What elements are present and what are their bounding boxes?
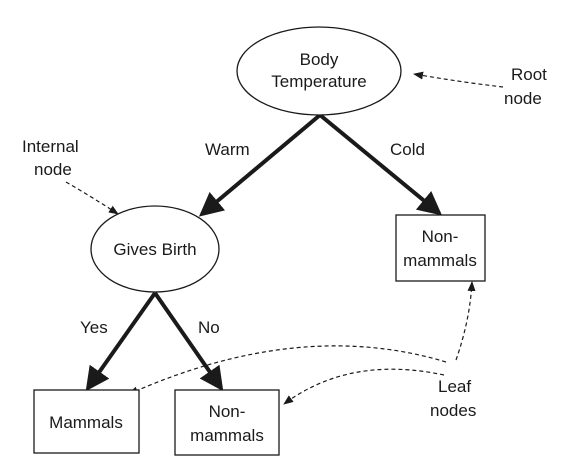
mammals-label: Mammals <box>49 413 123 432</box>
edge-yes <box>85 291 157 392</box>
leaf-nodes-annotation-line1: Leaf <box>438 377 471 396</box>
edge-label-yes: Yes <box>80 318 108 337</box>
gives-birth-label: Gives Birth <box>113 240 196 259</box>
root-node-line2: Temperature <box>271 72 366 91</box>
root-node-annotation-line1: Root <box>511 65 547 84</box>
edge-warm <box>198 113 322 217</box>
root-node: Body Temperature <box>236 26 402 116</box>
edge-label-warm: Warm <box>205 140 250 159</box>
annotation-pointers <box>65 71 504 405</box>
pointer-leaf-nonmammals-bottom <box>283 368 445 405</box>
mammals-leaf: Mammals <box>33 389 140 454</box>
non-mammals-right-leaf: Non- mammals <box>395 214 486 282</box>
gives-birth-node: Gives Birth <box>90 205 220 293</box>
root-node-annotation-line2: node <box>504 89 542 108</box>
root-node-line1: Body <box>300 50 339 69</box>
edge-label-no: No <box>198 318 220 337</box>
edge-cold <box>318 113 443 216</box>
edge-labels: Warm Cold Yes No <box>80 140 425 337</box>
internal-node-annotation-line2: node <box>34 160 72 179</box>
pointer-leaf-mammals <box>128 345 447 395</box>
non-mammals-bottom-leaf: Non- mammals <box>174 389 280 456</box>
tree-edges <box>85 113 443 392</box>
pointer-root-node <box>413 71 504 88</box>
non-mammals-right-line2: mammals <box>403 251 477 270</box>
non-mammals-right-line1: Non- <box>422 227 459 246</box>
internal-node-annotation-line1: Internal <box>22 137 79 156</box>
edge-label-cold: Cold <box>390 140 425 159</box>
pointer-internal-node <box>65 181 119 215</box>
edge-no <box>153 291 224 392</box>
pointer-leaf-nonmammals-right <box>455 281 476 361</box>
non-mammals-bottom-line1: Non- <box>209 402 246 421</box>
non-mammals-bottom-line2: mammals <box>190 426 264 445</box>
leaf-nodes-annotation-line2: nodes <box>430 401 476 420</box>
annotation-labels: Root node Internal node Leaf nodes <box>22 65 547 420</box>
